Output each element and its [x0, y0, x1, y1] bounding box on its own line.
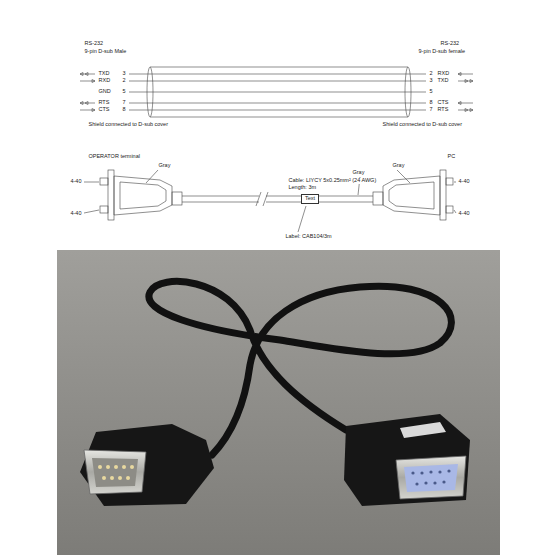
arrow-symbol: [80, 73, 95, 76]
wire: [129, 81, 426, 82]
signal-name: TXD: [98, 71, 110, 77]
wire: [129, 92, 426, 93]
signal-name: CTS: [437, 100, 449, 106]
pin-number: 2: [429, 71, 433, 77]
shield-note: Shield connected to D-sub cover: [382, 122, 463, 128]
connector-title: RS-232: [440, 41, 460, 47]
female-connector-shell: [396, 456, 466, 499]
shield-note: Shield connected to D-sub cover: [88, 122, 169, 128]
screw-thread: 4-40: [458, 179, 470, 185]
label-callout: Label: CAB104/3m: [285, 234, 332, 240]
cable-label-box: Text: [301, 194, 319, 204]
male-pin-field: [92, 458, 138, 487]
signal-name: GND: [98, 89, 111, 95]
end-title: PC: [447, 154, 456, 160]
leader-line: [84, 182, 99, 183]
label-text: Text: [305, 196, 315, 202]
connector-title: RS-232: [84, 41, 104, 47]
pin-number: 7: [429, 107, 433, 113]
cable-boot: [373, 192, 383, 205]
photo-background: [57, 250, 500, 555]
connector-sticker: [400, 422, 446, 438]
arrow-symbol: [458, 80, 473, 83]
leader-line: [146, 170, 158, 183]
jacket-line: [150, 117, 408, 118]
cable-boot: [172, 192, 182, 205]
cable-schematic: [80, 67, 473, 117]
break-mark: [256, 192, 261, 206]
connector-hood-inner: [120, 182, 166, 209]
screw-4-40: [100, 206, 108, 213]
leader-line: [454, 210, 456, 213]
connector-flange: [440, 170, 446, 220]
signal-name: RTS: [437, 107, 449, 113]
pin-number: 2: [122, 78, 126, 84]
leader-line: [397, 170, 410, 183]
leader-line: [454, 182, 456, 183]
cable-line: [266, 196, 373, 197]
arrow-symbol: [458, 102, 473, 105]
pin-number: 5: [122, 89, 126, 95]
cable: [149, 281, 452, 455]
pin-number: 3: [122, 71, 126, 77]
cable-photo: [57, 250, 500, 555]
screw-4-40: [446, 178, 453, 185]
signal-name: RXD: [98, 78, 111, 84]
assembly-drawing: [84, 170, 456, 232]
connector-subtitle: 9-pin D-sub Male: [84, 49, 127, 55]
cable-line: [182, 196, 259, 197]
cable-line: [266, 202, 373, 203]
arrow-symbol: [458, 73, 473, 76]
male-pins: [98, 465, 134, 480]
cable-length: Length: 3m: [288, 185, 317, 191]
pin-number: 8: [429, 100, 433, 106]
colour-callout: Gray: [392, 163, 405, 169]
screw-4-40: [446, 206, 453, 213]
signal-arrows: [80, 73, 473, 112]
pin-number: 8: [122, 107, 126, 113]
jacket-line: [150, 67, 408, 68]
signal-name: RTS: [98, 100, 110, 106]
cable-line: [182, 202, 259, 203]
leader-line: [298, 206, 306, 232]
pin-number: 7: [122, 100, 126, 106]
wire: [129, 103, 426, 104]
screw-thread: 4-40: [458, 211, 470, 217]
screw-thread: 4-40: [70, 179, 82, 185]
cable-spec: Cable: LIYCY 5x0.25mm² (24 AWG): [288, 178, 377, 184]
male-connector-shell: [84, 450, 146, 494]
pin-number: 5: [429, 89, 433, 95]
connector-hood: [383, 176, 440, 215]
colour-callout: Gray: [158, 163, 171, 169]
connector-hood: [114, 176, 172, 215]
female-connector-body: [344, 414, 470, 506]
wire: [129, 110, 426, 111]
break-mark: [263, 192, 268, 206]
screw-4-40: [100, 178, 108, 185]
end-title: OPERATOR terminal: [88, 154, 140, 160]
colour-callout: Gray: [352, 170, 365, 176]
signal-name: RXD: [437, 71, 450, 77]
leader-line: [84, 210, 99, 213]
female-sockets: [411, 469, 450, 485]
male-connector-body: [80, 424, 214, 506]
wire: [129, 74, 426, 75]
arrow-symbol: [80, 80, 95, 83]
pin-number: 3: [429, 78, 433, 84]
connector-subtitle: 9-pin D-sub female: [418, 49, 465, 55]
arrow-symbol: [80, 109, 95, 112]
signal-name: CTS: [98, 107, 110, 113]
signal-name: TXD: [437, 78, 449, 84]
arrow-symbol: [80, 102, 95, 105]
connector-flange: [108, 170, 114, 220]
female-insert: [404, 464, 458, 492]
screw-thread: 4-40: [70, 211, 82, 217]
connector-hood-inner: [389, 182, 434, 209]
arrow-symbol: [458, 109, 473, 112]
